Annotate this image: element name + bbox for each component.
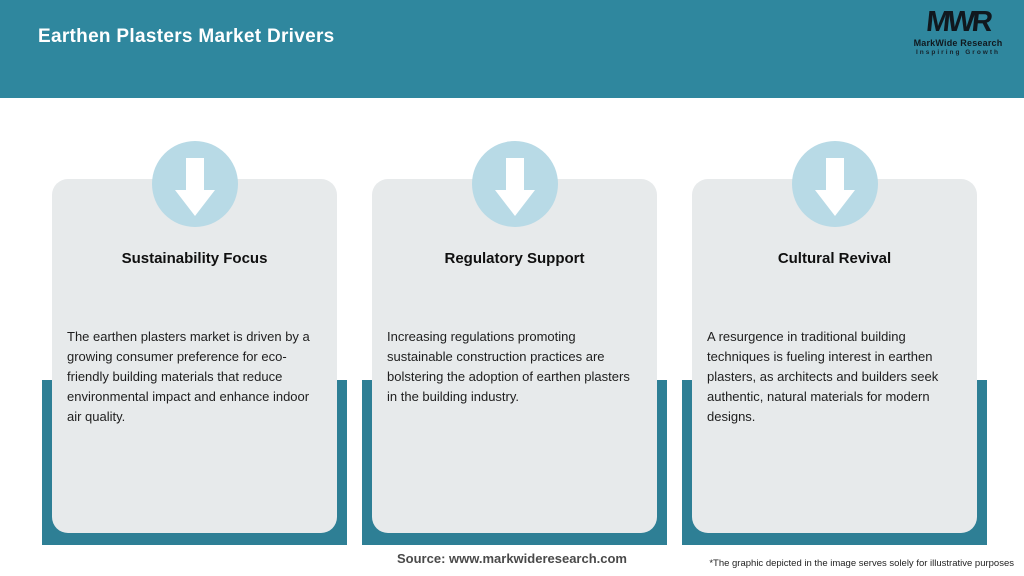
source-attribution: Source: www.markwideresearch.com [396,551,628,566]
card-description: The earthen plasters market is driven by… [67,329,310,424]
logo-tagline: Inspiring Growth [916,49,1000,56]
card-description: A resurgence in traditional building tec… [707,329,939,424]
logo-acronym: MWR [924,6,992,38]
card-description: Increasing regulations promoting sustain… [387,329,630,404]
logo-company-name: MarkWide Research [913,38,1003,48]
down-arrow-icon [471,141,558,227]
down-arrow-glyph [174,157,215,216]
driver-card: Sustainability Focus The earthen plaster… [52,179,337,533]
driver-column-cultural: Cultural Revival A resurgence in traditi… [682,141,987,545]
driver-card: Cultural Revival A resurgence in traditi… [692,179,977,533]
markwide-logo: MWR MarkWide Research Inspiring Growth [908,6,1008,57]
page-title: Earthen Plasters Market Drivers [38,26,335,47]
down-arrow-icon [791,141,878,227]
header-bar: Earthen Plasters Market Drivers MWR Mark… [0,0,1024,98]
down-arrow-glyph [814,157,855,216]
card-title: Sustainability Focus [121,250,268,267]
card-title: Regulatory Support [444,250,585,267]
down-arrow-icon [151,141,238,227]
driver-column-regulatory: Regulatory Support Increasing regulation… [362,141,667,545]
driver-column-sustainability: Sustainability Focus The earthen plaster… [42,141,347,545]
down-arrow-glyph [494,157,535,216]
card-title: Cultural Revival [777,250,892,267]
driver-card: Regulatory Support Increasing regulation… [372,179,657,533]
disclaimer-note: *The graphic depicted in the image serve… [709,558,1014,569]
